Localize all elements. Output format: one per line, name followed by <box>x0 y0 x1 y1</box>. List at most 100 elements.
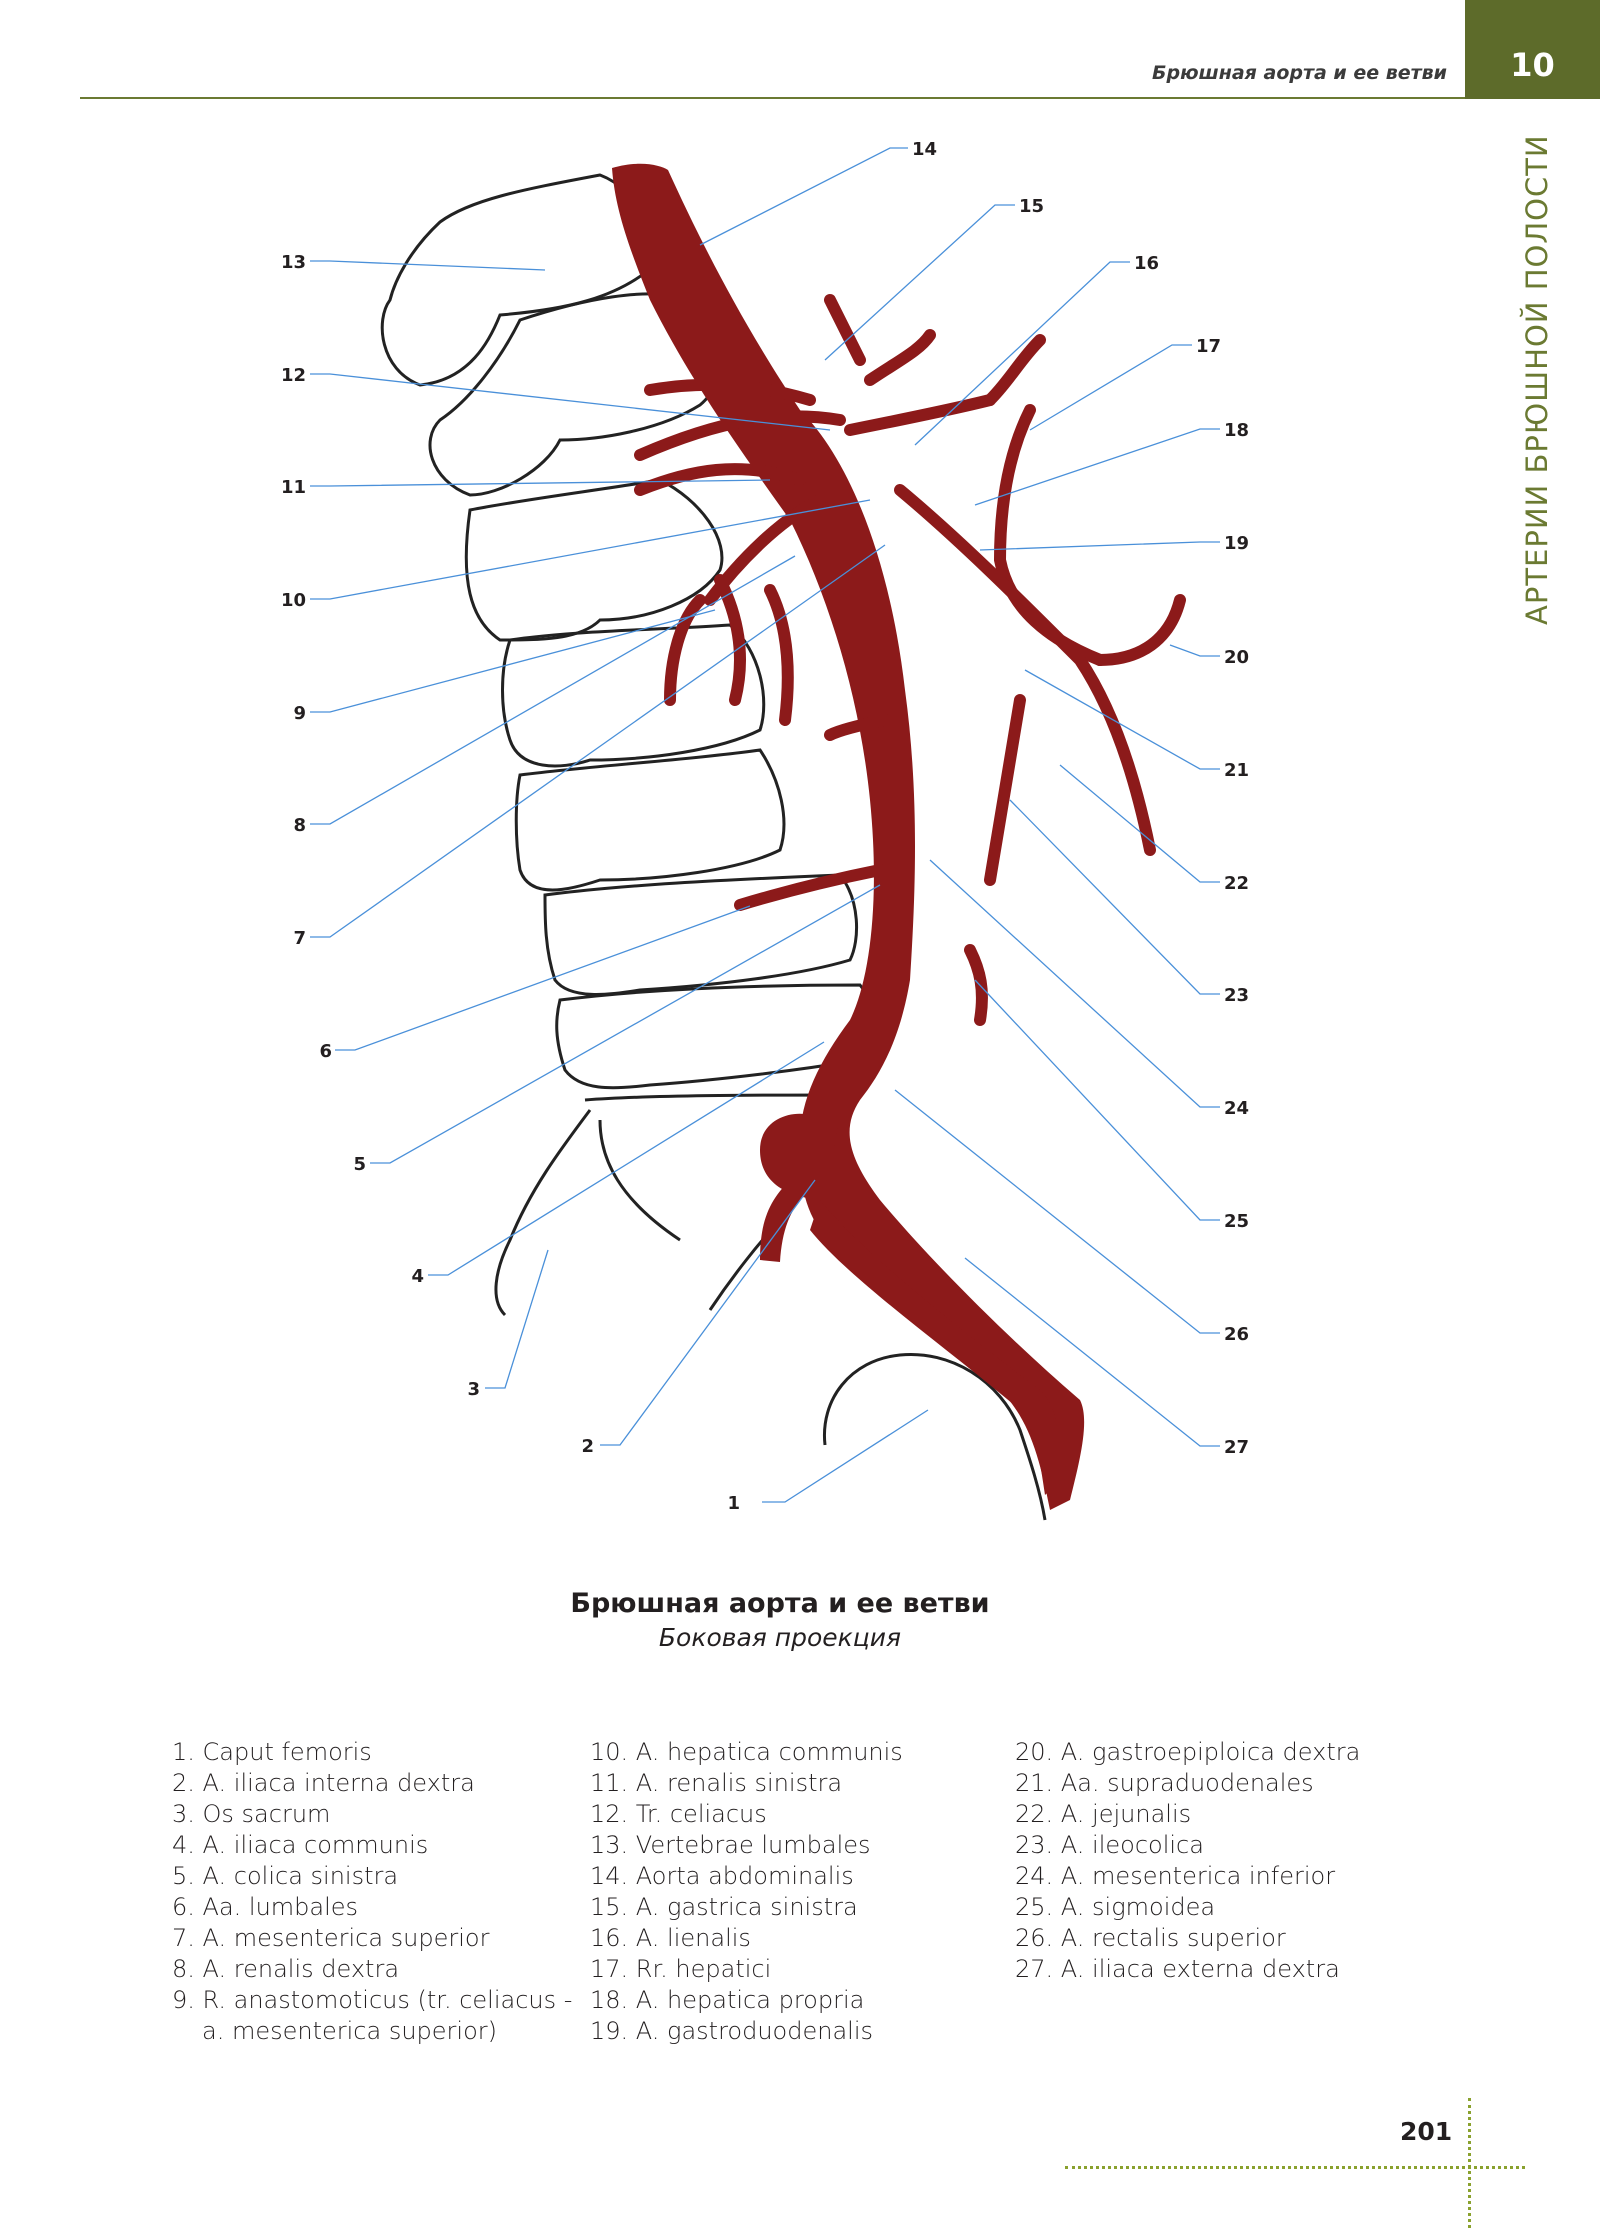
artery-branch <box>734 864 886 911</box>
chapter-number: 10 <box>1465 0 1600 99</box>
leader-line-24 <box>929 859 1220 1108</box>
legend-item: 7. A. mesenterica superior <box>172 1924 490 1952</box>
artery-branch <box>1094 594 1186 666</box>
leader-line-12 <box>310 373 831 431</box>
callout-9: 9 <box>293 703 306 724</box>
legend-item: 4. A. iliaca communis <box>172 1831 429 1859</box>
callout-8: 8 <box>293 815 306 836</box>
legend-item: 20. A. gastroepiploica dextra <box>1015 1738 1361 1766</box>
figure-title: Брюшная аорта и ее ветви <box>570 1588 990 1619</box>
leader-line-9 <box>310 609 716 713</box>
leader-line-4 <box>428 1041 825 1276</box>
callout-14: 14 <box>912 139 937 160</box>
internal-iliac-shape <box>760 1180 805 1262</box>
arteries <box>612 163 1186 1511</box>
leader-line-15 <box>824 204 1015 361</box>
leader-line-22 <box>1059 764 1220 883</box>
artery-branch <box>964 944 988 1026</box>
legend-item: 8. A. renalis dextra <box>172 1955 400 1983</box>
callout-2: 2 <box>581 1436 594 1457</box>
legend-item: 25. A. sigmoidea <box>1015 1893 1216 1921</box>
leader-line-16 <box>914 261 1130 446</box>
leader-line-18 <box>974 428 1220 506</box>
legend-item: 6. Aa. lumbales <box>172 1893 359 1921</box>
artery-branch <box>984 334 1046 406</box>
legend-item: 12. Tr. celiacus <box>590 1800 767 1828</box>
leader-line-20 <box>1169 644 1220 657</box>
leader-line-17 <box>1029 344 1192 431</box>
femoral-head-outline <box>822 1352 1047 1521</box>
legend-item: 3. Os sacrum <box>172 1800 331 1828</box>
callout-11: 11 <box>281 477 306 498</box>
legend-item: 1. Caput femoris <box>172 1738 372 1766</box>
legend-item: 24. A. mesenterica inferior <box>1015 1862 1336 1890</box>
iliac-branch-shape <box>760 1113 840 1200</box>
callout-26: 26 <box>1224 1324 1249 1345</box>
leader-line-6 <box>335 905 751 1051</box>
leader-line-13 <box>310 260 546 271</box>
legend-item: 14. Aorta abdominalis <box>590 1862 854 1890</box>
legend-item: 27. A. iliaca externa dextra <box>1015 1955 1340 1983</box>
legend-item: 11. A. renalis sinistra <box>590 1769 843 1797</box>
artery-branch <box>824 714 891 741</box>
artery-branch <box>644 378 816 406</box>
vertebrae-outlines <box>380 173 1047 1521</box>
vertebra-outline <box>380 173 662 387</box>
callout-3: 3 <box>467 1379 480 1400</box>
callout-19: 19 <box>1224 533 1249 554</box>
legend-item: 9. R. anastomoticus (tr. celiacus - <box>172 1986 573 2014</box>
figure-subtitle: Боковая проекция <box>658 1623 902 1652</box>
callout-17: 17 <box>1196 336 1221 357</box>
callout-12: 12 <box>281 365 306 386</box>
callout-23: 23 <box>1224 985 1249 1006</box>
legend-item: 13. Vertebrae lumbales <box>590 1831 871 1859</box>
legend-item: 19. A. gastroduodenalis <box>590 2017 873 2045</box>
leader-line-10 <box>310 499 871 600</box>
external-iliac-shape <box>810 1200 1060 1495</box>
legend-item: a. mesenterica superior) <box>202 2017 497 2045</box>
leader-line-11 <box>310 479 771 487</box>
leader-line-8 <box>310 555 796 825</box>
vertebra-outline <box>514 748 786 892</box>
leader-line-1 <box>762 1409 929 1503</box>
callout-22: 22 <box>1224 873 1249 894</box>
leader-lines <box>310 147 1220 1503</box>
leader-line-21 <box>1024 669 1220 770</box>
callout-15: 15 <box>1019 196 1044 217</box>
footer-dotted-rule <box>1065 2166 1525 2169</box>
leader-line-26 <box>894 1089 1220 1334</box>
leader-line-3 <box>485 1249 549 1389</box>
header-rule <box>80 97 1465 99</box>
legend-item: 15. A. gastrica sinistra <box>590 1893 858 1921</box>
branch-vessels <box>634 294 1186 1026</box>
leader-line-27 <box>964 1257 1220 1447</box>
leader-line-14 <box>699 147 908 246</box>
legend-column-2: 10. A. hepatica communis 11. A. renalis … <box>590 1737 903 2047</box>
legend-item: 18. A. hepatica propria <box>590 1986 865 2014</box>
leader-line-5 <box>370 884 881 1164</box>
callout-4: 4 <box>411 1266 424 1287</box>
leader-line-25 <box>974 979 1220 1221</box>
artery-branch <box>844 394 996 436</box>
artery-branch <box>714 574 746 706</box>
callout-16: 16 <box>1134 253 1159 274</box>
legend-item: 21. Aa. supraduodenales <box>1015 1769 1314 1797</box>
artery-branch <box>824 294 866 366</box>
leader-line-2 <box>600 1179 816 1446</box>
leader-line-23 <box>1009 799 1220 995</box>
vertebra-outline <box>501 623 766 768</box>
legend-item: 26. A. rectalis superior <box>1015 1924 1286 1952</box>
leader-line-7 <box>310 544 886 938</box>
callout-13: 13 <box>281 252 306 273</box>
callout-25: 25 <box>1224 1211 1249 1232</box>
callout-5: 5 <box>353 1154 366 1175</box>
callout-18: 18 <box>1224 420 1249 441</box>
legend-item: 16. A. lienalis <box>590 1924 751 1952</box>
legend-item: 23. A. ileocolica <box>1015 1831 1204 1859</box>
artery-branch <box>894 484 1156 856</box>
artery-branch <box>634 463 806 496</box>
callout-27: 27 <box>1224 1437 1249 1458</box>
leader-line-19 <box>979 541 1220 551</box>
callout-1: 1 <box>727 1493 740 1514</box>
legend-column-3: 20. A. gastroepiploica dextra 21. Aa. su… <box>1015 1737 1360 1985</box>
